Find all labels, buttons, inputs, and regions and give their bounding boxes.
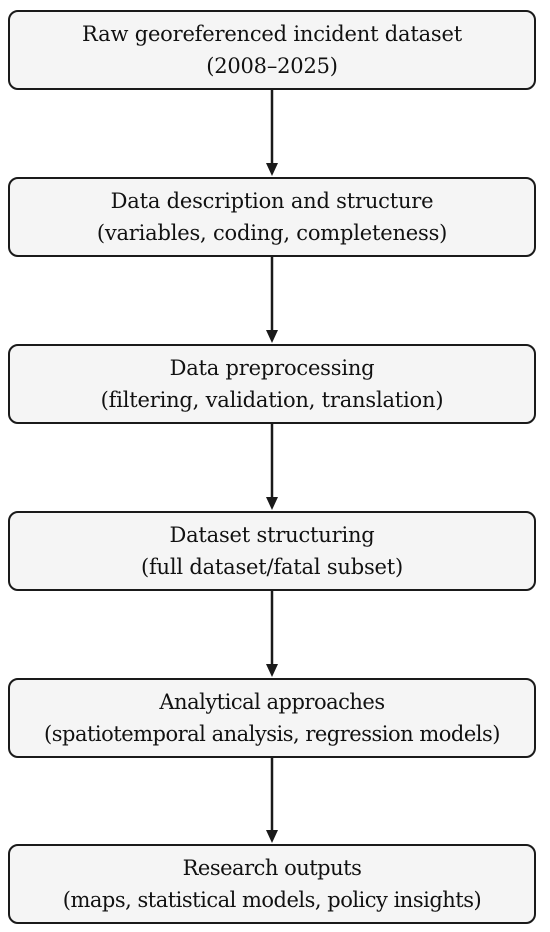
flow-box-subtitle: (filtering, validation, translation) [100,388,444,412]
flow-box-raw-dataset: Raw georeferenced incident dataset (2008… [8,10,536,90]
arrow-head-4 [266,830,278,843]
flow-box-dataset-structuring: Dataset structuring (full dataset/fatal … [8,511,536,591]
flow-box-subtitle: (spatiotemporal analysis, regression mod… [44,722,500,746]
flow-box-subtitle: (maps, statistical models, policy insigh… [62,888,482,912]
flow-box-preprocessing: Data preprocessing (filtering, validatio… [8,344,536,424]
flow-box-title: Raw georeferenced incident dataset [82,22,462,46]
flow-box-research-outputs: Research outputs (maps, statistical mode… [8,844,536,924]
flow-box-title: Data preprocessing [169,356,375,380]
arrow-head-1 [266,330,278,343]
arrow-head-0 [266,163,278,176]
flow-box-subtitle: (full dataset/fatal subset) [140,555,404,579]
flow-box-analytical-approaches: Analytical approaches (spatiotemporal an… [8,678,536,758]
flow-box-subtitle: (variables, coding, completeness) [96,221,448,245]
flow-box-title: Data description and structure [110,189,434,213]
flow-box-title: Analytical approaches [159,690,385,714]
arrow-head-2 [266,497,278,510]
flow-box-subtitle: (2008–2025) [206,54,338,78]
flow-box-title: Dataset structuring [169,523,375,547]
arrow-head-3 [266,664,278,677]
flow-box-data-description: Data description and structure (variable… [8,177,536,257]
flow-box-title: Research outputs [182,856,362,880]
